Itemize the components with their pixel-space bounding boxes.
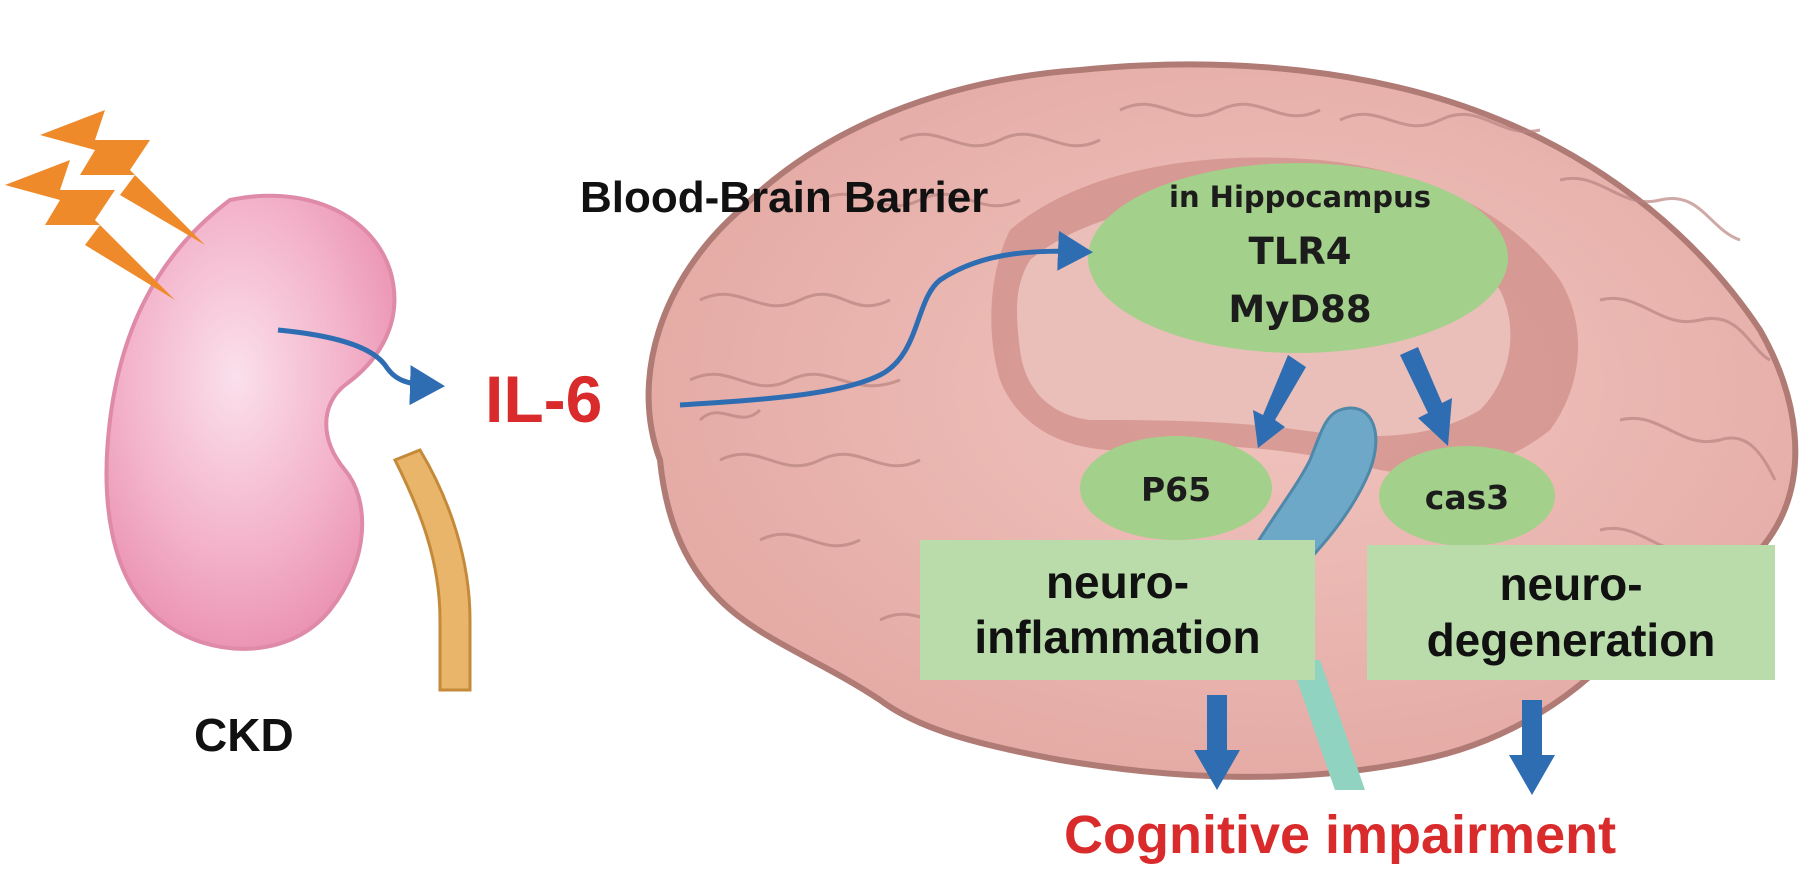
cognitive-impairment-label: Cognitive impairment: [1064, 805, 1617, 865]
neuroinflammation-box: neuro- inflammation: [920, 540, 1315, 680]
arrow-to-p65: [1253, 355, 1306, 448]
hippocampus-title: in Hippocampus: [1169, 180, 1431, 214]
neurodegeneration-line2: degeneration: [1426, 613, 1716, 666]
neurodegeneration-line1: neuro-: [1499, 558, 1643, 611]
il6-label: IL-6: [485, 362, 603, 436]
kidney-illustration: [104, 193, 472, 692]
p65-label: P65: [1140, 470, 1212, 509]
arrow-from-degeneration: [1509, 700, 1555, 795]
blood-brain-barrier-label: Blood-Brain Barrier: [580, 173, 989, 222]
il6-to-brain-arrow: [679, 230, 1093, 408]
ckd-label: CKD: [194, 709, 294, 761]
arrow-from-inflammation: [1194, 695, 1240, 790]
tlr4-label: TLR4: [1248, 230, 1352, 273]
hippocampus-ellipse: [1088, 163, 1508, 353]
p65-ellipse: [1080, 436, 1272, 540]
flow-arrows: [277, 230, 1093, 408]
cas3-label: cas3: [1424, 478, 1510, 517]
kidney-to-il6-arrow: [277, 327, 445, 406]
neuroinflammation-line1: neuro-: [1045, 555, 1190, 608]
thick-arrows: [1194, 347, 1555, 795]
cas3-ellipse: [1379, 446, 1555, 546]
arrow-to-cas3: [1400, 347, 1452, 446]
neurodegeneration-box: neuro- degeneration: [1367, 545, 1775, 680]
lightning-icon: [5, 110, 205, 300]
myd88-label: MyD88: [1228, 288, 1372, 331]
neuroinflammation-line2: inflammation: [974, 611, 1261, 663]
